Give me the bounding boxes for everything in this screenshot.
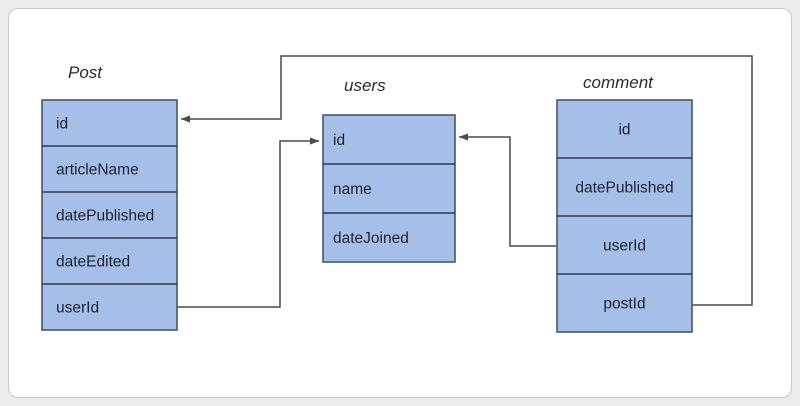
field-users-dateJoined[interactable]: dateJoined [333, 230, 409, 247]
relationship-line [459, 136, 557, 247]
relationship-arrowhead [459, 133, 468, 141]
field-Post-dateEdited[interactable]: dateEdited [56, 254, 130, 271]
field-Post-userId[interactable]: userId [56, 300, 99, 317]
relationship-post-userid-to-users-id [177, 137, 319, 308]
field-Post-datePublished[interactable]: datePublished [56, 208, 154, 225]
relationship-arrowhead [310, 137, 319, 145]
entity-Post[interactable]: Post id articleName datePublished dateEdited… [41, 63, 178, 331]
entity-box-Post[interactable] [41, 99, 178, 331]
field-users-id[interactable]: id [333, 132, 345, 149]
relationships-layer [177, 55, 753, 308]
field-Post-id[interactable]: id [56, 116, 68, 133]
entity-title-users: users [344, 76, 386, 95]
field-Post-articleName[interactable]: articleName [56, 162, 139, 179]
entity-title-comment: comment [583, 73, 654, 92]
relationship-line [177, 140, 319, 308]
entity-title-Post: Post [68, 63, 103, 82]
field-comment-userId[interactable]: userId [603, 238, 646, 255]
entity-users[interactable]: users id name dateJoined [322, 76, 456, 263]
field-comment-datePublished[interactable]: datePublished [575, 180, 673, 197]
entity-box-users[interactable] [322, 114, 456, 263]
field-users-name[interactable]: name [333, 181, 372, 198]
relationship-comment-postid-to-post-id [181, 55, 753, 306]
relationship-line [181, 55, 753, 306]
relationship-comment-userid-to-users-id [459, 133, 557, 247]
relationship-arrowhead [181, 115, 190, 123]
field-comment-id[interactable]: id [618, 122, 630, 139]
entity-comment[interactable]: comment id datePublished userId postId [556, 73, 693, 333]
entities-layer: Post id articleName datePublished dateEdited… [41, 63, 693, 333]
field-comment-postId[interactable]: postId [603, 296, 645, 313]
